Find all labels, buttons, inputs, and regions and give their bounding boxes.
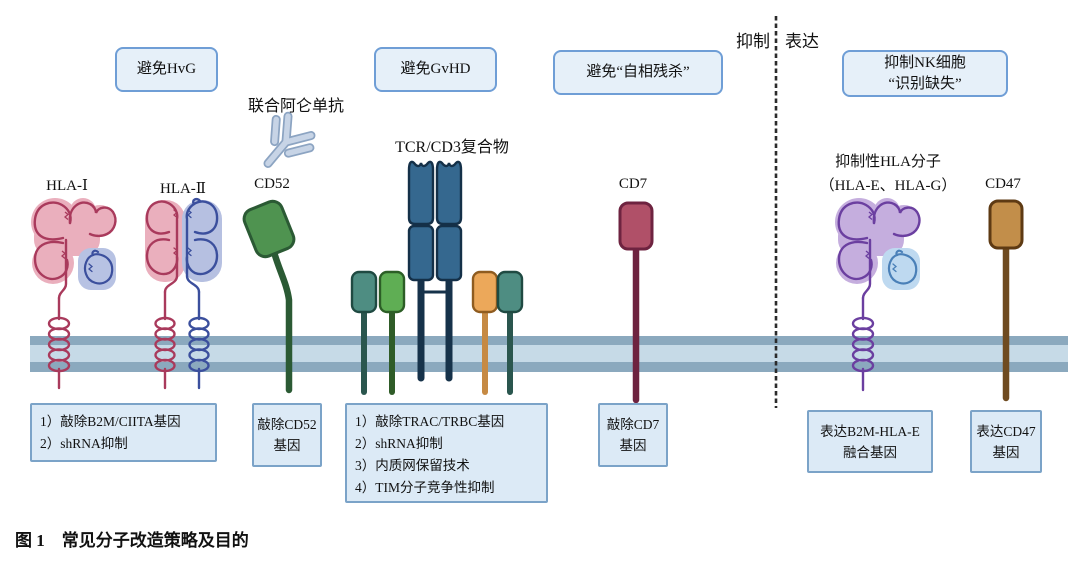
strategy-line: 2）shRNA抑制 — [40, 436, 128, 451]
cd52-molecule-icon — [242, 199, 296, 394]
tcr-complex-label: TCR/CD3复合物 — [395, 139, 509, 156]
cell-membrane — [30, 336, 1068, 372]
goal-label-line2: “识别缺失” — [888, 75, 962, 92]
hla-ii-label: HLA-Ⅱ — [159, 181, 207, 197]
strategy-line: 3）内质网保留技术 — [355, 458, 470, 473]
strategy-line: 基因 — [273, 438, 301, 453]
strategy-line: 1）敲除TRAC/TRBC基因 — [355, 414, 505, 429]
strategy-box-b2m-hla-e: 表达B2M-HLA-E 融合基因 — [807, 410, 933, 473]
strategy-line: 基因 — [992, 444, 1020, 460]
goal-label: 避免HvG — [136, 61, 197, 77]
cd7-label: CD7 — [618, 176, 648, 192]
goal-box-inhibit-nk: 抑制NK细胞 “识别缺失” — [842, 50, 1008, 97]
strategy-line: 敲除CD7 — [606, 417, 660, 432]
strategy-line: 2）shRNA抑制 — [355, 436, 443, 451]
goal-label: 避免GvHD — [400, 61, 471, 77]
strategy-line: 表达CD47 — [976, 423, 1036, 439]
goal-label-line1: 抑制NK细胞 — [884, 54, 966, 71]
divider-right-label: 表达 — [785, 32, 819, 51]
inhibitory-hla-label-line2: （HLA-E、HLA-G） — [819, 178, 957, 194]
strategy-box-b2m: 1）敲除B2M/CIITA基因 2）shRNA抑制 — [30, 403, 217, 462]
hla-i-molecule-icon — [31, 198, 117, 390]
goal-box-avoid-hvg: 避免HvG — [115, 47, 218, 92]
strategy-line: 基因 — [619, 438, 647, 453]
tcr-cd3-complex-icon — [350, 160, 524, 395]
hla-i-label: HLA-Ⅰ — [46, 178, 88, 194]
cd47-label: CD47 — [985, 176, 1021, 192]
strategy-line: 融合基因 — [843, 444, 897, 460]
cd52-label: CD52 — [254, 176, 290, 192]
goal-label: 避免“自相残杀” — [586, 64, 690, 80]
strategy-box-cd7: 敲除CD7 基因 — [598, 403, 668, 467]
strategy-line: 敲除CD52 — [257, 417, 317, 432]
cd47-molecule-icon — [988, 199, 1024, 402]
hla-ii-molecule-icon — [145, 197, 222, 390]
strategy-box-trac: 1）敲除TRAC/TRBC基因 2）shRNA抑制 3）内质网保留技术 4）TI… — [345, 403, 548, 503]
hla-e-molecule-icon — [835, 198, 921, 392]
inhibitory-hla-label-line1: 抑制性HLA分子 — [835, 154, 941, 170]
strategy-line: 4）TIM分子竞争性抑制 — [355, 480, 495, 495]
figure-caption: 图 1 常见分子改造策略及目的 — [15, 531, 249, 550]
strategy-line: 表达B2M-HLA-E — [820, 423, 920, 439]
divider-left-label: 抑制 — [736, 32, 770, 51]
strategy-box-cd47: 表达CD47 基因 — [970, 410, 1042, 473]
goal-box-avoid-gvhd: 避免GvHD — [374, 47, 497, 92]
antibody-icon — [263, 111, 316, 168]
cd7-molecule-icon — [618, 201, 654, 404]
alemtuzumab-label: 联合阿仑单抗 — [247, 98, 345, 115]
strategy-line: 1）敲除B2M/CIITA基因 — [40, 414, 181, 429]
strategy-box-cd52: 敲除CD52 基因 — [252, 403, 322, 467]
goal-box-avoid-fratricide: 避免“自相残杀” — [553, 50, 723, 95]
